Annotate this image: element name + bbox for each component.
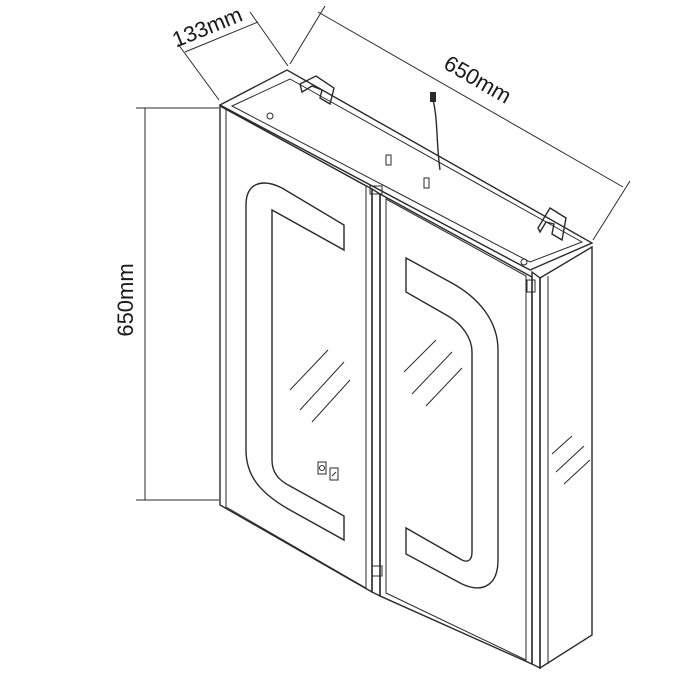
hinge-clips [369, 185, 536, 577]
dimension-depth: 133mm [168, 2, 289, 101]
touch-switch-icon [317, 461, 339, 481]
side-mirror-highlights [551, 435, 591, 485]
mounting-bracket-left [299, 75, 335, 106]
dimension-width: 650mm [289, 5, 631, 241]
cabinet-body [218, 69, 594, 670]
height-label: 650mm [113, 263, 138, 336]
dimension-height: 650mm [113, 107, 219, 501]
depth-label: 133mm [168, 2, 245, 53]
power-cable [430, 92, 441, 171]
right-door [379, 192, 533, 666]
fixing-pegs [266, 112, 528, 266]
width-label: 650mm [440, 50, 516, 108]
left-door [219, 104, 381, 598]
mounting-bracket-right [537, 207, 567, 242]
